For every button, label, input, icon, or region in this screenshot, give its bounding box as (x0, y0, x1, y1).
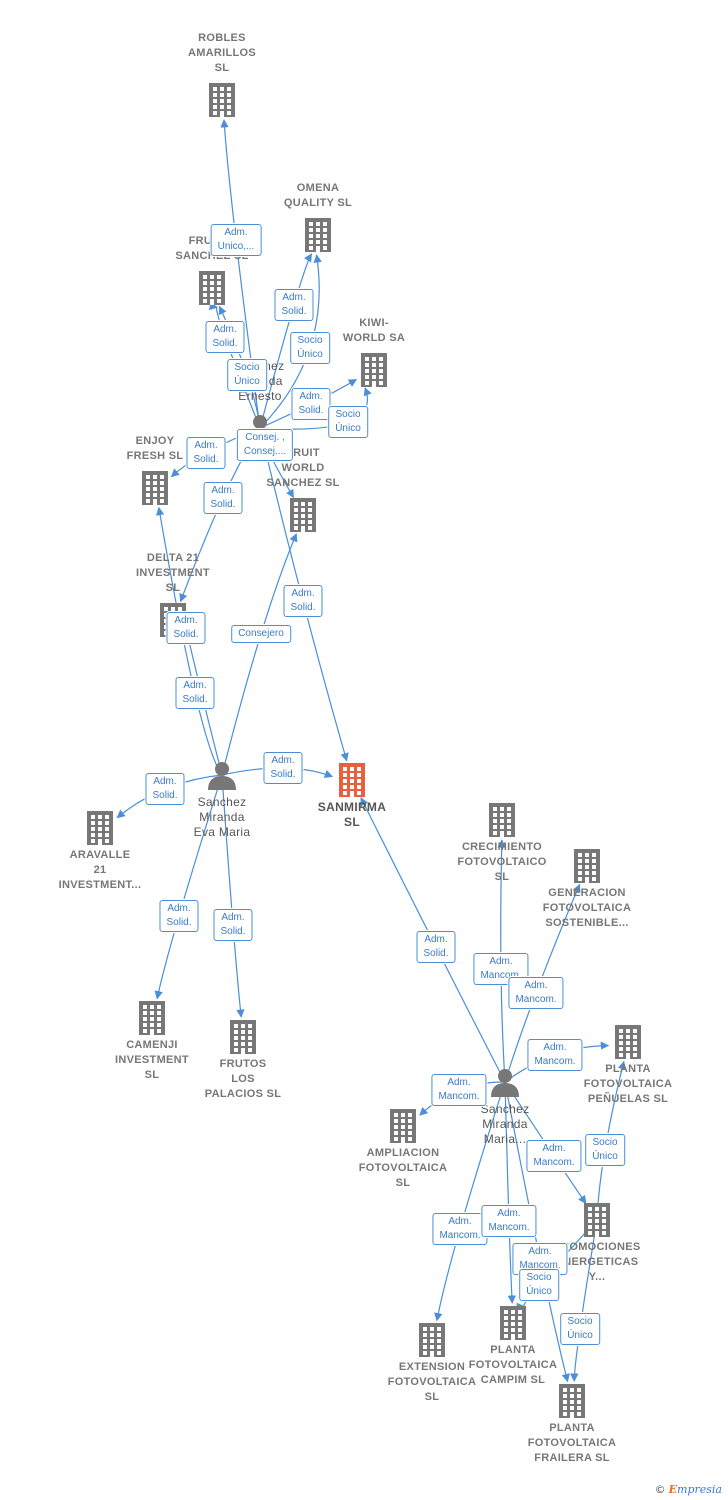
edge-label[interactable]: Socio Único (560, 1313, 600, 1345)
node-label-sanmirma[interactable]: SANMIRMA SL (317, 800, 387, 829)
node-label-aravalle[interactable]: ARAVALLE 21 INVESTMENT... (58, 849, 142, 891)
node-label-ampliacion[interactable]: AMPLIACION FOTOVOLTAICA SL (358, 1147, 448, 1189)
building-icon[interactable] (199, 271, 225, 310)
node-label-kiwi[interactable]: KIWI- WORLD SA (342, 317, 406, 344)
node-label-robles[interactable]: ROBLES AMARILLOS SL (187, 32, 257, 74)
node-label-frailera[interactable]: PLANTA FOTOVOLTAICA FRAILERA SL (527, 1422, 617, 1464)
building-icon[interactable] (615, 1025, 641, 1064)
edge-label[interactable]: Adm. Solid. (274, 289, 314, 321)
edge-label[interactable]: Adm. Solid. (283, 585, 323, 617)
building-icon[interactable] (361, 353, 387, 392)
edge-label[interactable]: Adm. Solid. (263, 752, 303, 784)
person-icon[interactable] (490, 1067, 520, 1102)
building-icon[interactable] (139, 1001, 165, 1040)
building-icon[interactable] (339, 763, 365, 802)
building-icon[interactable] (584, 1203, 610, 1242)
building-icon[interactable] (574, 849, 600, 888)
building-icon[interactable] (489, 803, 515, 842)
edge-label[interactable]: Adm. Mancom. (508, 977, 564, 1009)
node-label-omena[interactable]: OMENA QUALITY SL (283, 182, 353, 209)
edge-label[interactable]: Adm. Solid. (159, 900, 199, 932)
building-icon[interactable] (290, 498, 316, 537)
edge-label[interactable]: Adm. Solid. (175, 677, 215, 709)
edge-label[interactable]: Socio Único (519, 1269, 559, 1301)
edge-label[interactable]: Adm. Solid. (416, 931, 456, 963)
edge-label[interactable]: Adm. Solid. (145, 773, 185, 805)
node-label-generacion[interactable]: GENERACION FOTOVOLTAICA SOSTENIBLE... (542, 887, 632, 929)
edge-label[interactable]: Adm. Solid. (166, 612, 206, 644)
edge-label[interactable]: Socio Único (328, 406, 368, 438)
node-label-fruit-world[interactable]: FRUIT WORLD SANCHEZ SL (266, 447, 340, 489)
edge-label[interactable]: Adm. Solid. (291, 388, 331, 420)
building-icon[interactable] (142, 471, 168, 510)
edge-label[interactable]: Adm. Mancom. (432, 1213, 488, 1245)
building-icon[interactable] (390, 1109, 416, 1148)
building-icon[interactable] (209, 83, 235, 122)
edge-label[interactable]: Adm. Mancom. (481, 1205, 537, 1237)
edge-label[interactable]: Adm. Mancom. (526, 1140, 582, 1172)
edge-label[interactable]: Adm. Solid. (186, 437, 226, 469)
copyright-symbol: © (654, 1483, 666, 1496)
building-icon[interactable] (305, 218, 331, 257)
edge-label[interactable]: Consejero (231, 625, 291, 643)
edge-label[interactable]: Adm. Solid. (205, 321, 245, 353)
edge-label[interactable]: Socio Único (290, 332, 330, 364)
node-label-campim[interactable]: PLANTA FOTOVOLTAICA CAMPIM SL (468, 1344, 558, 1386)
edge-label[interactable]: Socio Único (227, 359, 267, 391)
edge-label[interactable]: Consej. , Consej.... (236, 429, 294, 461)
node-label-frutos-palacios[interactable]: FRUTOS LOS PALACIOS SL (204, 1058, 282, 1100)
person-icon[interactable] (207, 760, 237, 795)
edge-sanchez-eva-to-fruit-world (221, 533, 298, 776)
node-label-camenji[interactable]: CAMENJI INVESTMENT SL (115, 1039, 189, 1081)
building-icon[interactable] (500, 1306, 526, 1345)
node-label-sanchez-maria[interactable]: Sanchez Miranda Maria... (480, 1102, 530, 1146)
edge-label[interactable]: Socio Único (585, 1134, 625, 1166)
edge-label[interactable]: Adm. Mancom. (527, 1039, 583, 1071)
edge-label[interactable]: Adm. Solid. (213, 909, 253, 941)
brand-initial: E (668, 1483, 678, 1496)
edge-label[interactable]: Adm. Mancom. (431, 1074, 487, 1106)
node-label-delta[interactable]: DELTA 21 INVESTMENT SL (136, 552, 210, 594)
building-icon[interactable] (419, 1323, 445, 1362)
node-label-promociones[interactable]: PROMOCIONES ENERGETICAS Y... (553, 1241, 641, 1283)
brand-name: mpresia (677, 1483, 722, 1496)
node-label-extension[interactable]: EXTENSION FOTOVOLTAICA SL (387, 1361, 477, 1403)
node-label-penuelas[interactable]: PLANTA FOTOVOLTAICA PEÑUELAS SL (583, 1063, 673, 1105)
copyright: ©Empresia (655, 1483, 722, 1496)
building-icon[interactable] (87, 811, 113, 850)
edge-label[interactable]: Adm. Unico,... (210, 224, 262, 256)
node-label-sanchez-eva[interactable]: Sanchez Miranda Eva Maria (193, 795, 251, 839)
edge-label[interactable]: Adm. Solid. (203, 482, 243, 514)
node-label-enjoy[interactable]: ENJOY FRESH SL (126, 435, 184, 462)
building-icon[interactable] (559, 1384, 585, 1423)
node-label-crecimiento[interactable]: CRECIMIENTO FOTOVOLTAICO SL (457, 841, 547, 883)
building-icon[interactable] (230, 1020, 256, 1059)
